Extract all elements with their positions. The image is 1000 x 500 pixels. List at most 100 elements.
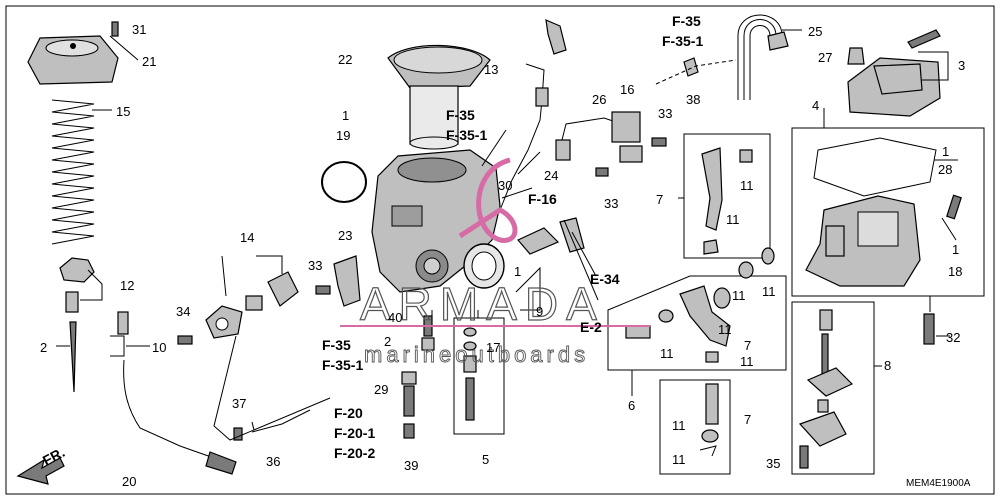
screw-34-part [177,335,193,345]
link-7-box [683,133,771,259]
callout-11-i: 11 [672,452,686,467]
ref-e34: E-34 [590,271,620,287]
screw-1-float-part [946,194,962,220]
front-arrow-icon [16,457,65,485]
callout-33-left: 33 [308,258,322,273]
callout-29: 29 [374,382,388,397]
screw-32-part [923,313,935,345]
ref-f351-low: F-35-1 [322,357,363,373]
callout-7-mid: 7 [744,338,751,353]
pink-highlight-30 [458,157,518,243]
ref-f16: F-16 [528,191,557,207]
bracket-23-part [333,255,361,307]
diaphragm-22-part [387,44,491,150]
callout-3: 3 [958,58,965,73]
callout-33-top: 33 [658,106,672,121]
watermark-armada: ARMADA marineoutboards [340,277,650,367]
callout-11-b: 11 [726,212,740,227]
spring-15-part [51,99,95,245]
callout-36: 36 [266,454,280,469]
callout-1-link: 1 [514,264,521,279]
ref-e2: E-2 [580,319,602,335]
callout-2-needle: 2 [40,340,47,355]
callout-35: 35 [766,456,780,471]
jet-needle-5-parts [453,317,505,435]
callout-11-d: 11 [762,284,776,299]
callout-37: 37 [232,396,246,411]
float-chamber-box [791,127,985,297]
callout-9: 9 [536,304,543,319]
ref-f35-mid: F-35 [446,107,475,123]
callout-38: 38 [686,92,700,107]
choke-plunger-part [245,271,299,311]
float-valve-8-part [798,309,854,469]
link-7-lower-box [659,379,731,475]
ref-f201: F-20-1 [334,425,375,441]
callout-23: 23 [338,228,352,243]
callout-8: 8 [884,358,891,373]
callout-18: 18 [948,264,962,279]
hose-36-part [233,409,311,441]
o-ring-19-part [321,161,367,203]
callout-7-top: 7 [656,192,663,207]
callout-24: 24 [544,168,558,183]
callout-16: 16 [620,82,634,97]
callout-1-ring: 1 [342,108,349,123]
callout-14: 14 [240,230,254,245]
throttle-sensor-16-part [555,111,643,163]
throttle-cable-part [117,311,237,475]
callout-7-low: 7 [744,412,751,427]
needle-holder-part [59,257,95,393]
callout-2-pilot: 2 [384,334,391,349]
screws-33-right-part [595,137,667,177]
sensor-13-part [499,19,567,211]
callout-1-screw: 1 [952,242,959,257]
callout-22: 22 [338,52,352,67]
callout-30: 30 [498,178,512,193]
callout-11-e: 11 [660,346,674,361]
ref-f202: F-20-2 [334,445,375,461]
linkage-6-part [625,247,775,363]
callout-25: 25 [808,24,822,39]
svg-text:ARMADA: ARMADA [360,278,605,330]
callout-13: 13 [484,62,498,77]
linkage-6-box [607,275,787,371]
callout-27: 27 [818,50,832,65]
ref-f35-top: F-35 [672,13,701,29]
callout-31: 31 [132,22,146,37]
callout-40: 40 [388,310,402,325]
callout-11-h: 11 [672,418,686,433]
callout-17: 17 [486,340,500,355]
sensor-27-part [847,47,865,65]
screw-33-left-part [315,285,331,295]
screw-31-part [111,21,119,37]
link-7-part [701,147,753,255]
diagram-code: MEM4E1900A [906,478,971,489]
callout-4: 4 [812,98,819,113]
diaphragm-cover-part [27,35,119,85]
callout-5: 5 [482,452,489,467]
callout-11-f: 11 [718,322,732,337]
callout-26: 26 [592,92,606,107]
link-7-lower-part [699,383,719,457]
ref-f351-mid: F-35-1 [446,127,487,143]
carburetor-body-part [371,149,505,293]
callout-12: 12 [120,278,134,293]
diagram-frame [5,5,995,495]
float-3-part [847,29,941,117]
callout-21: 21 [142,54,156,69]
callout-10: 10 [152,340,166,355]
callout-34: 34 [176,304,190,319]
callout-33-mid: 33 [604,196,618,211]
callout-32: 32 [946,330,960,345]
callout-39: 39 [404,458,418,473]
float-valve-8-box [791,301,875,475]
ref-f351-top: F-35-1 [662,33,703,49]
callout-11-a: 11 [740,178,754,193]
callout-28: 28 [938,162,952,177]
callout-19: 19 [336,128,350,143]
ref-f20: F-20 [334,405,363,421]
ref-f35-low: F-35 [322,337,351,353]
